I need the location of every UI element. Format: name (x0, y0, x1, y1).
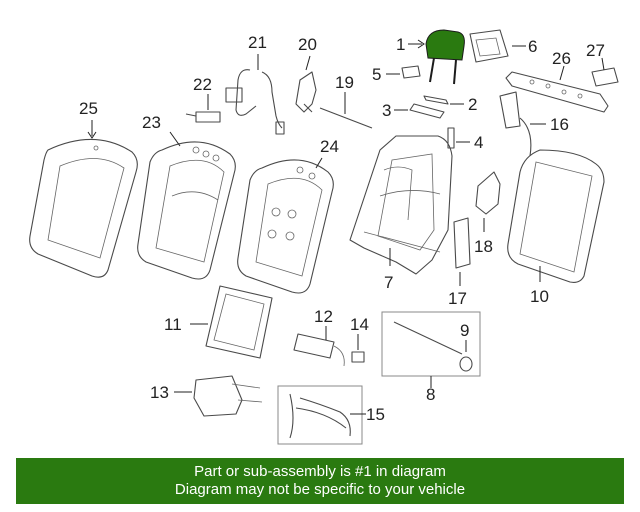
leader-arrow-25 (87, 131, 97, 139)
part-4-pin[interactable] (447, 127, 455, 149)
banner-line-1: Part or sub-assembly is #1 in diagram (194, 463, 446, 480)
part-6-headrest-guide[interactable] (469, 29, 509, 63)
callout-16[interactable]: 16 (550, 115, 569, 134)
callout-8[interactable]: 8 (426, 385, 435, 404)
part-21-wiring-harness[interactable] (225, 69, 285, 135)
part-12-motor[interactable] (293, 333, 345, 367)
leader-line-27 (601, 57, 605, 71)
leader-line-20 (305, 55, 311, 71)
part-3-plate[interactable] (409, 103, 445, 119)
callout-6[interactable]: 6 (528, 37, 537, 56)
part-11-lumbar-panel[interactable] (205, 285, 273, 359)
banner-line-2: Diagram may not be specific to your vehi… (174, 481, 466, 498)
callout-9[interactable]: 9 (460, 321, 469, 340)
part-23-seat-back-pad[interactable] (137, 141, 236, 280)
callout-15[interactable]: 15 (366, 405, 385, 424)
leader-line-24 (315, 157, 323, 169)
callout-23[interactable]: 23 (142, 113, 161, 132)
part-25-seat-back-cover[interactable] (29, 138, 138, 278)
callout-13[interactable]: 13 (150, 383, 169, 402)
callout-7[interactable]: 7 (384, 273, 393, 292)
callout-27[interactable]: 27 (586, 41, 605, 60)
callout-2[interactable]: 2 (468, 95, 477, 114)
callout-12[interactable]: 12 (314, 307, 333, 326)
callout-24[interactable]: 24 (320, 137, 339, 156)
part-24-seat-back-trim[interactable] (237, 159, 334, 294)
part-2-bracket[interactable] (423, 95, 449, 105)
part-18-actuator[interactable] (475, 171, 501, 215)
callout-5[interactable]: 5 (372, 65, 381, 84)
part-1-headrest[interactable] (425, 29, 465, 85)
leader-line-26 (559, 65, 565, 81)
part-19-rod[interactable] (319, 107, 373, 129)
callout-22[interactable]: 22 (193, 75, 212, 94)
part-26-trim-strip[interactable] (505, 71, 609, 113)
callout-18[interactable]: 18 (474, 237, 493, 256)
callout-25[interactable]: 25 (79, 99, 98, 118)
callout-4[interactable]: 4 (474, 133, 483, 152)
part-14-connector[interactable] (351, 351, 365, 363)
callout-20[interactable]: 20 (298, 35, 317, 54)
callout-21[interactable]: 21 (248, 33, 267, 52)
part-17-module[interactable] (453, 217, 471, 269)
callout-19[interactable]: 19 (335, 73, 354, 92)
callout-11[interactable]: 11 (164, 315, 182, 334)
callout-10[interactable]: 10 (530, 287, 549, 306)
part-20-recliner-lever[interactable] (295, 71, 317, 113)
part-5-block[interactable] (401, 65, 421, 79)
part-15-cable-box[interactable] (277, 385, 363, 445)
callout-1[interactable]: 1 (396, 35, 405, 54)
part-22-connector[interactable] (185, 111, 221, 123)
part-13-pump[interactable] (193, 375, 263, 417)
part-7-seat-back-frame[interactable] (349, 135, 453, 275)
callout-14[interactable]: 14 (350, 315, 369, 334)
callout-26[interactable]: 26 (552, 49, 571, 68)
part-10-back-panel[interactable] (507, 149, 605, 283)
callout-3[interactable]: 3 (382, 101, 391, 120)
part-27-switch[interactable] (591, 67, 619, 87)
leader-arrow-1 (417, 39, 425, 49)
part-info-banner: Part or sub-assembly is #1 in diagram Di… (16, 458, 624, 504)
callout-17[interactable]: 17 (448, 289, 467, 308)
leader-line-23 (169, 131, 181, 147)
part-16-bracket[interactable] (499, 91, 532, 157)
